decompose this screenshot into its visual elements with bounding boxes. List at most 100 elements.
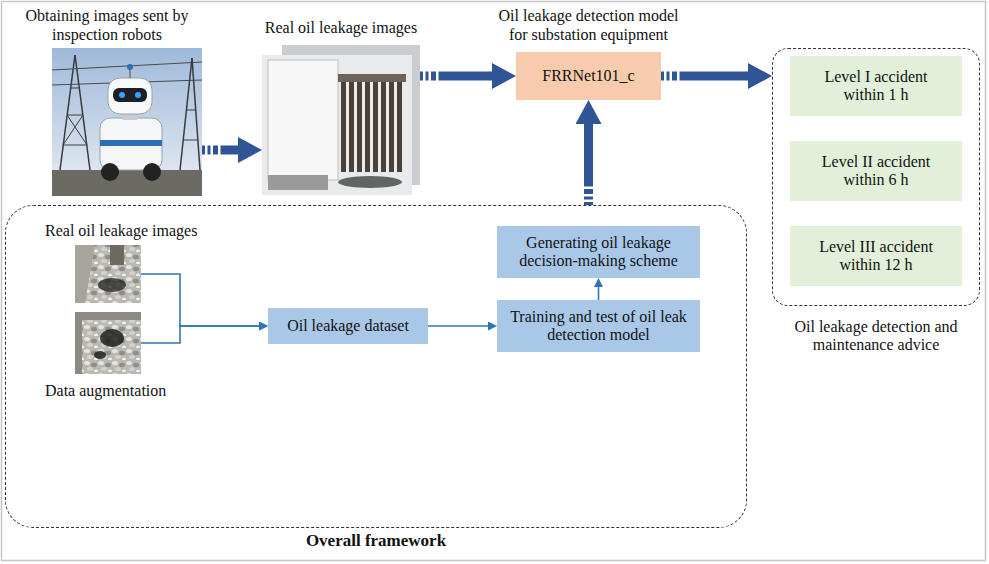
heading-label: Obtaining images sent by inspection robo…	[7, 7, 207, 44]
box-label: Level III accident within 12 h	[810, 238, 942, 275]
process-box: Training and test of oil leak detection …	[497, 300, 700, 352]
robot-photo-part	[127, 64, 133, 70]
transformer-photo-part	[389, 82, 394, 172]
robot-photo-part	[101, 163, 119, 181]
text-holder: Level II accident within 6 h	[790, 141, 962, 201]
box-label: Level II accident within 6 h	[810, 153, 942, 190]
robot-photo-part	[52, 62, 202, 70]
process-box: Oil leakage dataset	[268, 308, 428, 344]
text-holder	[262, 45, 420, 195]
augmented-oil-photo-part	[75, 312, 141, 374]
robot-photo-part	[100, 118, 162, 170]
augmented-oil-photo-part	[75, 312, 141, 320]
image-area	[52, 48, 202, 196]
oil-photo-panel: Real oil leakage images	[75, 245, 141, 303]
text-holder: Oil leakage dataset	[268, 308, 428, 344]
heading-label: Oil leakage detection and maintenance ad…	[772, 318, 980, 355]
framework-group: Overall frameworkReal oil leakage images…	[5, 205, 747, 528]
text-holder: Generating oil leakage decision-making s…	[497, 226, 700, 278]
text-holder: Training and test of oil leak detection …	[497, 300, 700, 352]
robot-photo-part	[63, 115, 83, 145]
process-box: Generating oil leakage decision-making s…	[497, 226, 700, 278]
transformer-photo-part	[349, 82, 354, 172]
heading-label: Real oil leakage images	[252, 19, 430, 37]
robot-photo-part	[143, 163, 161, 181]
gravel-oil-photo-part	[98, 278, 126, 292]
robot-photo-part	[108, 78, 152, 114]
box-label: Generating oil leakage decision-making s…	[503, 234, 694, 271]
robot-photo-part	[180, 58, 192, 170]
flow-arrow	[598, 287, 600, 300]
gravel-oil-photo-part	[110, 245, 124, 265]
robot-photo-part	[67, 115, 83, 116]
text-holder	[75, 312, 141, 374]
robot-photo-part	[63, 145, 87, 146]
flow-arrow	[141, 274, 259, 326]
augmented-oil-photo-part	[75, 312, 82, 374]
striped-flow-arrow	[420, 72, 492, 81]
augmented-oil-photo-part	[100, 329, 124, 347]
accident-level-box: Level II accident within 6 h	[790, 141, 962, 201]
image-area	[75, 245, 141, 303]
robot-photo	[52, 48, 202, 196]
accident-level-box: Level III accident within 12 h	[790, 226, 962, 286]
augmented-photo-panel: Data augmentation	[75, 312, 141, 374]
robot-photo-part	[100, 140, 162, 146]
robot-photo-part	[186, 110, 196, 111]
heading-label: Data augmentation	[45, 382, 215, 400]
transformer-photo	[262, 45, 420, 195]
transformer-photo-part	[341, 82, 346, 172]
text-holder: Level I accident within 1 h	[790, 56, 962, 116]
robot-photo-part	[113, 88, 147, 102]
model-box: FRRNet101_cOil leakage detection model f…	[516, 52, 661, 100]
oil-image-panel: Real oil leakage images	[262, 45, 420, 195]
transformer-photo-part	[338, 176, 402, 188]
transformer-photo-part	[373, 82, 378, 172]
heading-label: Real oil leakage images	[45, 222, 235, 240]
robot-photo-part	[192, 58, 200, 170]
box-label: Training and test of oil leak detection …	[503, 308, 694, 345]
image-area	[75, 312, 141, 374]
heading-label: Overall framework	[5, 531, 747, 551]
transformer-photo-part	[268, 175, 328, 190]
text-holder	[52, 48, 202, 196]
gravel-oil-photo-part	[75, 245, 141, 303]
flow-arrow	[428, 325, 488, 327]
robot-photo-part	[119, 92, 125, 98]
box-label: Level I accident within 1 h	[810, 68, 942, 105]
image-area	[262, 45, 420, 195]
transformer-photo-part	[357, 82, 362, 172]
augmented-oil-photo	[75, 312, 141, 374]
robot-photo-part	[67, 115, 87, 145]
transformer-photo-part	[365, 82, 370, 172]
striped-flow-arrow	[584, 124, 593, 205]
transformer-photo-part	[338, 74, 406, 82]
robot-photo-part	[75, 55, 90, 170]
transformer-photo-part	[381, 82, 386, 172]
flow-arrow	[141, 326, 259, 343]
box-label: Oil leakage dataset	[287, 317, 409, 335]
striped-flow-arrow	[202, 146, 238, 155]
robot-photo-part	[52, 170, 202, 196]
robot-photo-part	[183, 140, 198, 141]
robot-photo-part	[60, 55, 75, 170]
robot-photo-part	[70, 88, 80, 89]
text-holder: Level III accident within 12 h	[790, 226, 962, 286]
box-label: FRRNet101_c	[542, 67, 634, 85]
robot-photo-part	[52, 48, 202, 196]
transformer-photo-part	[268, 60, 338, 180]
gravel-oil-photo	[75, 245, 141, 303]
augmented-oil-photo-part	[94, 351, 106, 359]
transformer-photo-part	[262, 55, 412, 195]
accident-level-box: Level I accident within 1 h	[790, 56, 962, 116]
robot-photo-part	[135, 92, 141, 98]
text-holder: FRRNet101_c	[516, 52, 661, 100]
text-holder	[75, 245, 141, 303]
transformer-photo-part	[397, 82, 402, 172]
advice-group: Oil leakage detection and maintenance ad…	[772, 48, 980, 306]
robot-image-panel: Obtaining images sent by inspection robo…	[52, 48, 202, 196]
striped-flow-arrow	[661, 72, 748, 81]
